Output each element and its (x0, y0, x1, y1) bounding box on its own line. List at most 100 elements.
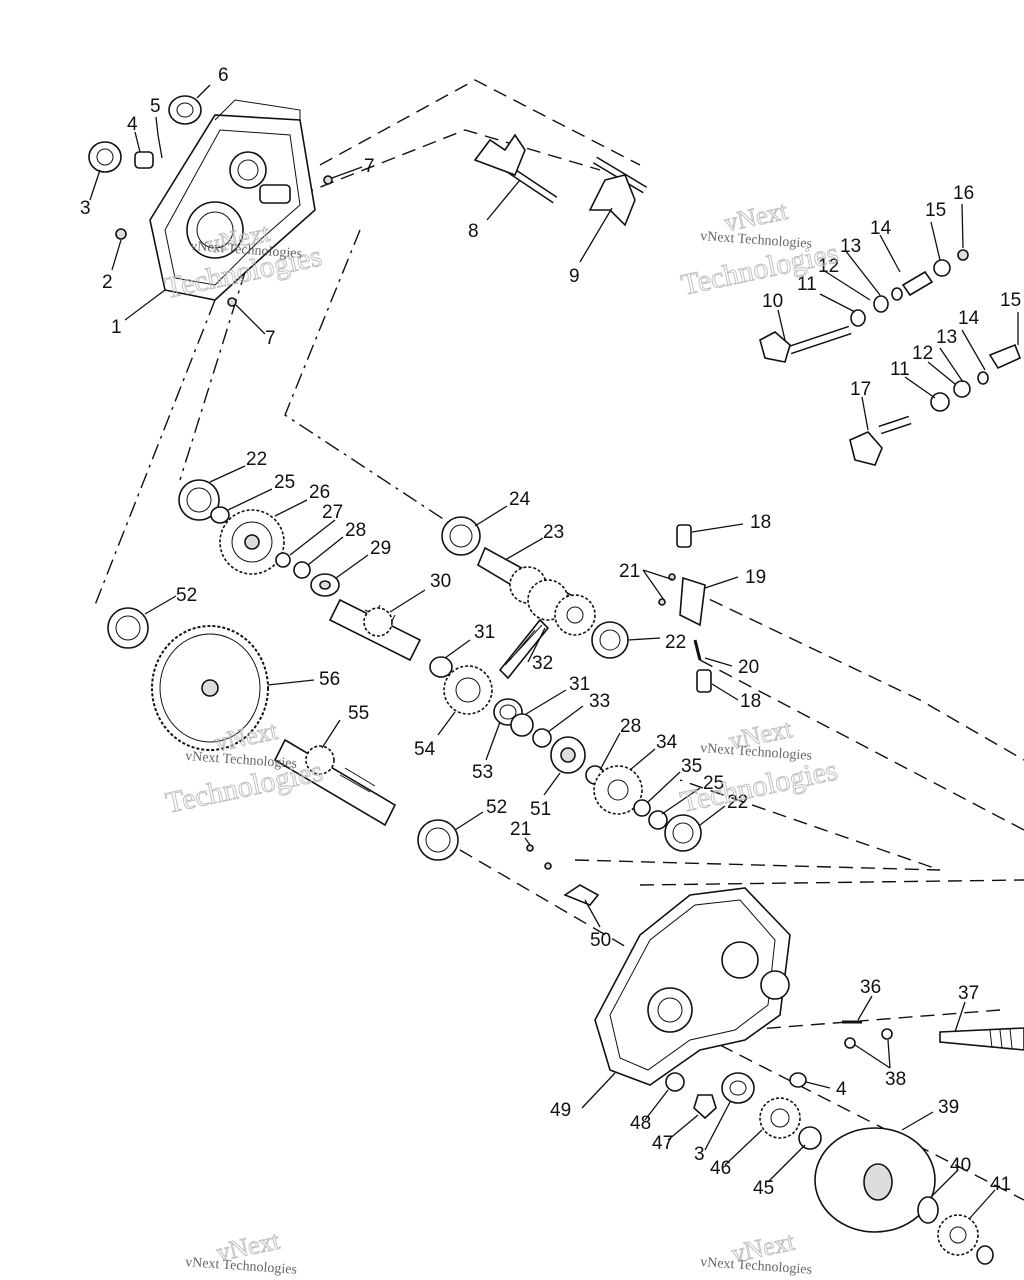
callout-31: 31 (474, 622, 495, 643)
ring-31b (510, 713, 534, 737)
callout-18: 18 (750, 512, 771, 533)
washer-25b (648, 810, 668, 830)
assembly-lines (94, 79, 1024, 1201)
callout-29: 29 (370, 538, 391, 559)
callout-7: 7 (364, 156, 375, 177)
callout-5: 5 (150, 96, 161, 117)
callout-28: 28 (620, 716, 641, 737)
callout-26: 26 (309, 482, 330, 503)
input-shaft-30 (328, 598, 422, 662)
callout-39: 39 (938, 1097, 959, 1118)
callout-28: 28 (345, 520, 366, 541)
callout-22: 22 (246, 449, 267, 470)
callout-21: 21 (619, 561, 640, 582)
callout-41: 41 (990, 1174, 1011, 1195)
callout-6: 6 (218, 65, 229, 86)
callout-8: 8 (468, 221, 479, 242)
watermark-caption: vNext Technologies (700, 741, 813, 764)
bearing-52a (107, 607, 149, 649)
callout-50: 50 (590, 930, 611, 951)
clip-38b (881, 1028, 893, 1040)
callout-47: 47 (652, 1133, 673, 1154)
clip-38a (844, 1037, 856, 1049)
callout-18: 18 (740, 691, 761, 712)
bearing-24 (441, 516, 481, 556)
bolt-2 (115, 228, 127, 240)
chain-32 (498, 618, 550, 680)
bushing-4 (134, 151, 154, 169)
seal-6 (168, 95, 202, 125)
ring-40 (917, 1196, 939, 1224)
callout-30: 30 (430, 571, 451, 592)
callout-27: 27 (322, 502, 343, 523)
callout-22: 22 (727, 792, 748, 813)
callout-38: 38 (885, 1069, 906, 1090)
callout-52: 52 (176, 585, 197, 606)
callout-11: 11 (890, 359, 910, 380)
plate-19 (679, 576, 706, 627)
bearing-22b (591, 621, 629, 659)
callout-34: 34 (656, 732, 678, 753)
callout-3: 3 (694, 1144, 705, 1165)
sprocket-46 (759, 1097, 801, 1139)
callout-15: 15 (925, 200, 946, 221)
washer-25a (210, 506, 230, 524)
pin-7a (323, 175, 333, 185)
callout-4: 4 (836, 1079, 847, 1100)
shift-fork-9 (588, 156, 648, 227)
callout-7: 7 (265, 328, 276, 349)
callout-14: 14 (870, 218, 892, 239)
lock-50 (563, 884, 600, 906)
callout-10: 10 (762, 291, 783, 312)
seal-3 (88, 141, 122, 173)
ring-28a (293, 561, 311, 579)
watermark-caption: vNext Technologies (700, 229, 813, 252)
callout-13: 13 (840, 236, 861, 257)
callout-25: 25 (703, 773, 724, 794)
callout-11: 11 (797, 274, 817, 295)
watermark-caption: vNext Technologies (700, 1255, 813, 1278)
watermark-caption: vNext Technologies (185, 1255, 298, 1278)
callout-15: 15 (1000, 290, 1021, 311)
ring-35 (633, 799, 651, 817)
left-case-cover (149, 99, 316, 301)
callout-51: 51 (530, 799, 551, 820)
callout-37: 37 (958, 983, 979, 1004)
pin-21a1 (658, 598, 666, 606)
right-case-49 (594, 887, 791, 1086)
callout-32: 32 (532, 653, 553, 674)
callout-16: 16 (953, 183, 974, 204)
bearing-52b (417, 819, 459, 861)
callout-33: 33 (589, 691, 610, 712)
callout-1: 1 (111, 317, 122, 338)
callout-24: 24 (509, 489, 531, 510)
watermarks: vNext Technologies vNext Technologies vN… (161, 195, 841, 1278)
callout-9: 9 (569, 266, 580, 287)
plunger-18a (676, 524, 692, 548)
callout-25: 25 (274, 472, 295, 493)
callout-45: 45 (753, 1178, 774, 1199)
ring-31a (429, 656, 453, 678)
shift-shaft-10 (759, 249, 969, 363)
sprocket-54 (443, 665, 493, 715)
callout-55: 55 (348, 703, 369, 724)
callout-12: 12 (818, 256, 839, 277)
leader-lines (89, 84, 1019, 1219)
callout-4: 4 (127, 114, 138, 135)
ring-45 (798, 1126, 822, 1150)
shift-fork-8 (473, 133, 558, 204)
callout-49: 49 (550, 1100, 571, 1121)
callout-12: 12 (912, 343, 933, 364)
callout-46: 46 (710, 1158, 731, 1179)
washer-48 (665, 1072, 685, 1092)
pin-21b2 (544, 862, 552, 870)
gear-34 (593, 765, 643, 815)
callout-23: 23 (543, 522, 564, 543)
washer-41b (976, 1245, 994, 1265)
disc-39 (814, 1127, 936, 1233)
washer-29 (310, 573, 340, 597)
pin-21b1 (526, 844, 534, 852)
washer-33 (532, 728, 552, 748)
dog-51 (550, 736, 586, 774)
